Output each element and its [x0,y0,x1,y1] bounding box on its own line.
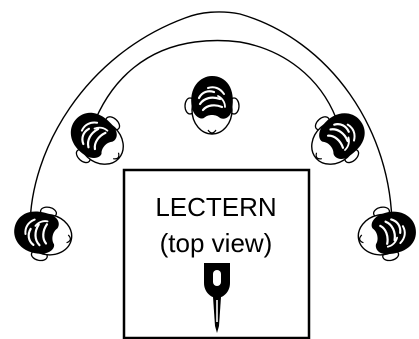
lectern-subtitle: (top view) [160,228,273,258]
head-icon [58,100,137,179]
head-icon [353,201,419,266]
head-icon [298,100,377,179]
lectern-title: LECTERN [155,192,276,222]
head-icon [9,201,77,266]
head-icon [185,76,239,134]
